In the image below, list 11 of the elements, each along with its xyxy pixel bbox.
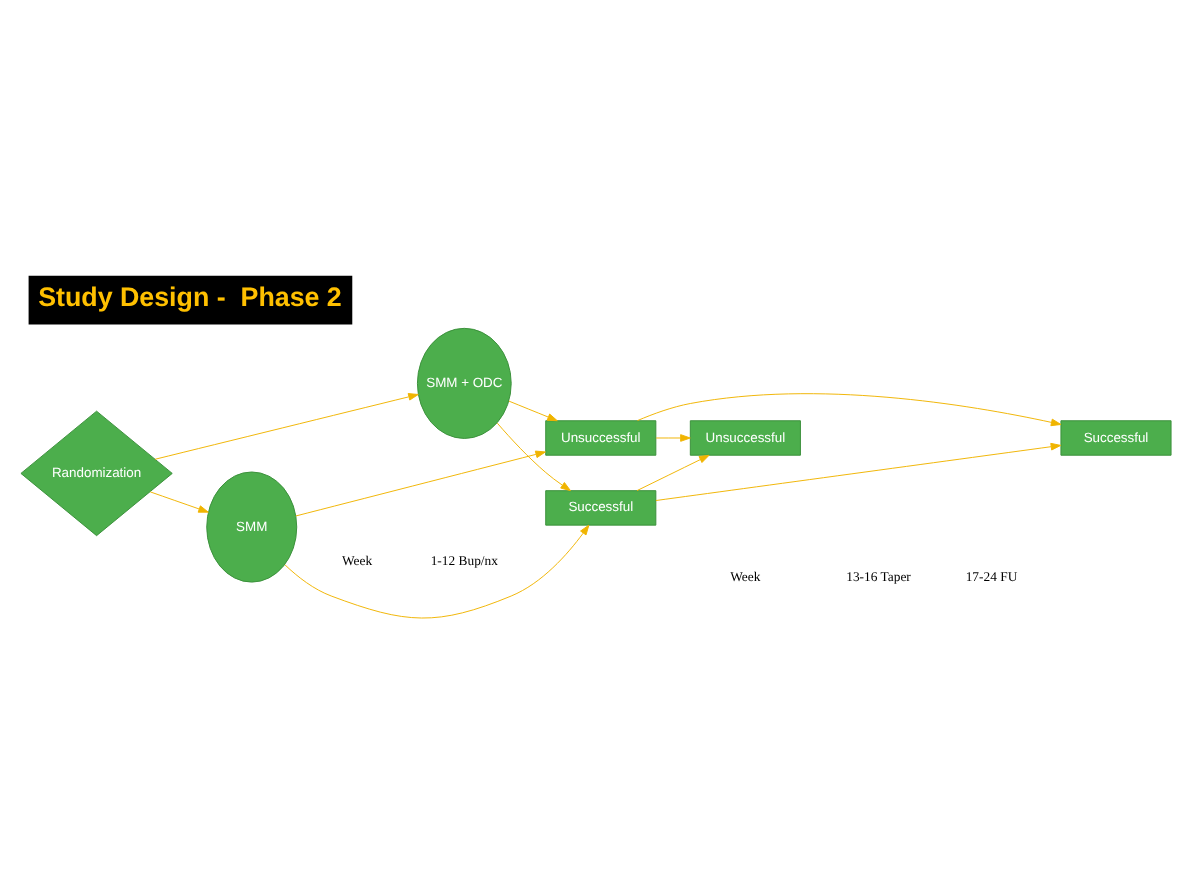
arrow bbox=[284, 524, 590, 619]
arrow bbox=[508, 400, 558, 422]
diagram-title: Study Design - Phase 2 bbox=[38, 282, 342, 313]
arrow bbox=[154, 393, 419, 460]
arrow bbox=[295, 450, 546, 517]
arrow bbox=[149, 491, 209, 513]
arrow bbox=[637, 393, 1062, 427]
arrow bbox=[496, 422, 571, 492]
arrow bbox=[655, 442, 1062, 501]
arrow bbox=[655, 434, 691, 442]
arrow bbox=[636, 454, 710, 492]
